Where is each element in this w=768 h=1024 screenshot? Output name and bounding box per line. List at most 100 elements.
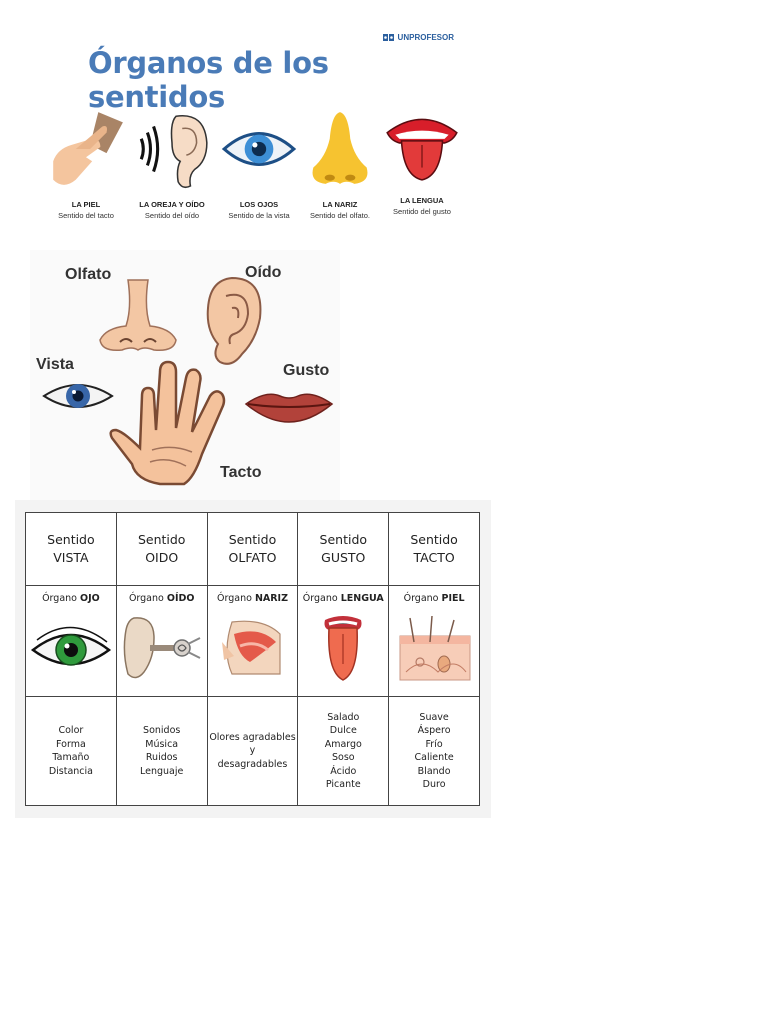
property: Duro	[422, 779, 446, 790]
property: Olores agradables	[209, 731, 296, 743]
property: Amargo	[324, 738, 362, 750]
organ-label: LA OREJA Y OÍDO	[139, 200, 205, 209]
sense-word: Sentido	[319, 532, 368, 547]
logo-text: UNPROFESOR	[397, 33, 454, 42]
organ-sense: Sentido del tacto	[58, 211, 114, 220]
property: Soso	[331, 752, 355, 763]
organ-sense: Sentido del gusto	[393, 207, 451, 216]
sense-name: OLFATO	[228, 550, 277, 565]
organ-prefix: Órgano	[302, 593, 338, 604]
organ-nose: LA NARIZ Sentido del olfato.	[296, 108, 384, 220]
properties-cell: Salado Dulce Amargo Soso Ácido Picante	[297, 696, 390, 806]
organ-cell: Órgano NARIZ	[206, 585, 299, 697]
properties-cell: Sonidos Música Ruidos Lenguaje	[115, 696, 208, 806]
property: Áspero	[417, 725, 451, 736]
organ-text: Órgano PIEL	[389, 593, 479, 604]
sense-word: Sentido	[137, 532, 186, 547]
five-senses-illustration: Olfato Oído Vista Gusto Tacto	[30, 250, 340, 500]
nasal-cavity-icon	[222, 620, 282, 675]
page-title: Órganos de los sentidos	[88, 46, 329, 114]
property: Forma	[56, 738, 86, 750]
label-gusto: Gusto	[283, 362, 330, 379]
hands-icon	[53, 112, 123, 185]
sense-name: VISTA	[53, 550, 89, 565]
organ-label: LA NARIZ	[322, 200, 358, 209]
properties-cell: Color Forma Tamaño Distancia	[25, 696, 117, 806]
skin-layers-icon	[399, 615, 471, 681]
properties-cell: Suave Áspero Frío Caliente Blando Duro	[388, 696, 480, 806]
organ-ear: LA OREJA Y OÍDO Sentido del oído	[128, 108, 216, 220]
property: Ácido	[330, 765, 357, 777]
property: Frío	[425, 738, 443, 750]
sense-word: Sentido	[410, 532, 458, 547]
property: Blando	[417, 765, 451, 777]
property: Color	[58, 725, 84, 736]
label-oido: Oído	[245, 264, 282, 281]
property: Ruidos	[145, 752, 178, 763]
organ-text: Órgano LENGUA	[298, 593, 388, 604]
organ-prefix: Órgano	[128, 593, 164, 604]
property: desagradables	[217, 758, 288, 770]
nose-icon	[99, 279, 177, 352]
organ-cell: Órgano LENGUA	[297, 585, 390, 697]
property: Caliente	[414, 752, 454, 763]
tongue-icon	[324, 616, 362, 681]
logo-icon	[382, 34, 394, 41]
organ-name: OJO	[80, 593, 100, 604]
organ-label: LA LENGUA	[400, 196, 444, 205]
organ-text: Órgano OÍDO	[117, 593, 207, 604]
organ-cell: Órgano OJO	[25, 585, 117, 697]
sense-word: Sentido	[228, 532, 277, 547]
property: Salado	[327, 711, 360, 723]
organ-prefix: Órgano	[217, 593, 252, 604]
property: Tamaño	[52, 752, 90, 763]
organ-cell: Órgano OÍDO	[115, 585, 208, 697]
organ-name: LENGUA	[340, 593, 384, 604]
label-olfato: Olfato	[65, 266, 112, 283]
property: Lenguaje	[140, 765, 184, 777]
sense-word: Sentido	[47, 532, 95, 547]
organ-text: Órgano OJO	[26, 593, 116, 604]
properties-cell: Olores agradables y desagradables	[206, 696, 299, 806]
organ-sense: Sentido del oído	[144, 211, 200, 220]
property: Distancia	[48, 765, 93, 777]
ear-sound-icon	[139, 114, 208, 189]
property: Picante	[325, 779, 361, 790]
property: Sonidos	[143, 725, 181, 736]
organ-name: PIEL	[441, 593, 465, 604]
hand-icon	[109, 360, 226, 486]
eye-icon	[221, 132, 297, 166]
table-organ-row: Órgano OJO Órgano OÍDO	[25, 585, 480, 697]
organ-sense: Sentido de la vista	[228, 211, 290, 220]
ear-icon	[206, 276, 262, 365]
organ-skin: LA PIEL Sentido del tacto	[42, 108, 130, 220]
mouth-tongue-icon	[386, 118, 458, 181]
organ-cell: Órgano PIEL	[388, 585, 480, 697]
property: Música	[145, 738, 179, 750]
organ-label: LOS OJOS	[239, 200, 279, 209]
organ-name: NARIZ	[254, 593, 288, 604]
green-eye-icon	[30, 626, 111, 666]
organ-text: Órgano NARIZ	[208, 593, 298, 604]
table-properties-row: Color Forma Tamaño Distancia Sonidos Mús…	[25, 696, 480, 806]
organ-prefix: Órgano	[42, 593, 77, 604]
sense-name: OIDO	[145, 550, 179, 565]
inner-ear-icon	[123, 617, 201, 679]
sense-name: GUSTO	[321, 550, 366, 565]
sense-name: TACTO	[413, 550, 455, 565]
label-vista: Vista	[36, 356, 74, 373]
nose-icon	[312, 112, 368, 184]
organ-sense: Sentido del olfato.	[309, 211, 371, 220]
eye-icon	[42, 384, 114, 408]
label-tacto: Tacto	[220, 464, 262, 481]
lips-icon	[244, 393, 334, 423]
organ-eye: LOS OJOS Sentido de la vista	[215, 108, 303, 220]
senses-infographic: UNPROFESOR Órganos de los sentidos LA PI…	[40, 28, 464, 238]
organ-tongue: LA LENGUA Sentido del gusto	[378, 104, 466, 216]
